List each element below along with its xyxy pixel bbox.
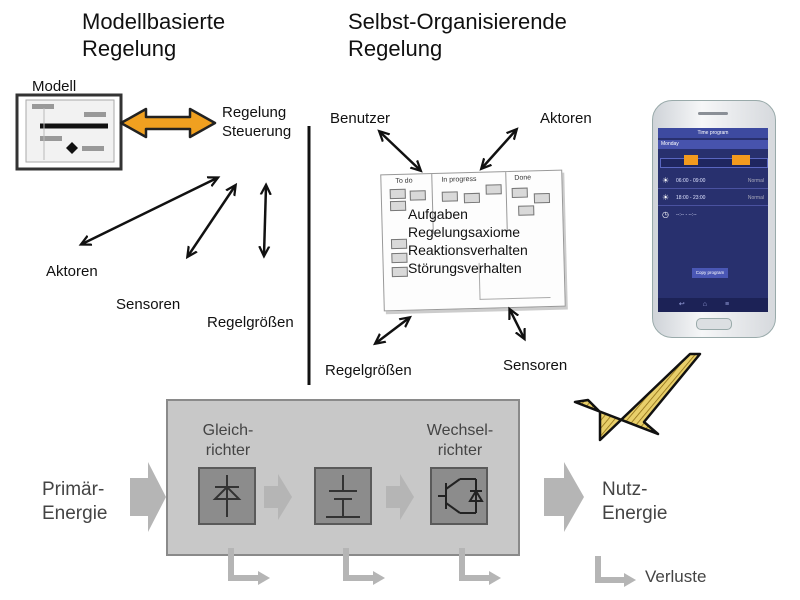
sun-icon: ☀: [662, 176, 670, 185]
phone-speaker: [698, 112, 728, 115]
screen-row-mode: Normal: [747, 178, 764, 184]
board-item: Reaktionsverhalten: [408, 242, 528, 258]
arrow-aktoren-right: [482, 130, 516, 168]
loss-arrowhead: [624, 573, 636, 587]
board-item: Aufgaben: [408, 206, 468, 222]
loss-arrowhead: [373, 571, 385, 585]
screen-timeline: [660, 158, 768, 168]
arrow-sensoren-right: [510, 310, 524, 338]
home-icon[interactable]: ⌂: [702, 301, 725, 308]
loss-arrowhead: [489, 571, 501, 585]
copy-program-button[interactable]: Copy program: [692, 268, 728, 278]
transistor-icon: [438, 478, 484, 514]
screen-row-time[interactable]: --:-- - --:--: [676, 212, 697, 218]
label-aktoren-right: Aktoren: [540, 110, 592, 127]
screen-row-time[interactable]: 06:00 - 09:00: [676, 178, 706, 184]
board-item: Störungsverhalten: [408, 260, 522, 276]
menu-icon[interactable]: ≡: [725, 301, 748, 308]
label-regelgroessen-left: Regelgrößen: [207, 314, 294, 331]
label-steuerung: Steuerung: [222, 123, 292, 140]
arrow-aktoren-left: [82, 178, 217, 244]
arrow-output: [544, 462, 584, 532]
title-modellbasiert: Modellbasierte Regelung: [82, 9, 226, 61]
label-benutzer: Benutzer: [330, 110, 391, 127]
label-sensoren-left: Sensoren: [116, 296, 181, 313]
arrow-gleichrichter: [264, 474, 292, 520]
screen-title: Time program: [658, 128, 768, 138]
model-thumbnail: [15, 93, 123, 171]
label-aktoren-left: Aktoren: [46, 263, 98, 280]
screen-timeline-slot[interactable]: [732, 155, 750, 165]
loss-arrow-legend: [595, 556, 626, 583]
loss-arrowhead: [258, 571, 270, 585]
orange-double-arrow: [119, 107, 217, 139]
label-nutzenergie: Nutz- Energie: [602, 479, 668, 524]
diode-icon: [212, 475, 242, 517]
board-items: Aufgaben Regelungsaxiome Reaktionsverhal…: [408, 205, 528, 277]
label-sensoren-right: Sensoren: [503, 357, 568, 374]
capacitor-box: [314, 467, 372, 525]
label-regelgroessen-right: Regelgrößen: [325, 362, 412, 379]
arrow-regelgroessen-right: [376, 318, 409, 343]
gold-arrow: [573, 352, 702, 442]
phone-screen: Time program Monday ☀ 06:00 - 09:00 Norm…: [658, 128, 768, 312]
loss-arrow: [459, 548, 491, 581]
inverter-box: [430, 467, 488, 525]
label-primaerenergie: Primär- Energie: [42, 479, 108, 524]
back-icon[interactable]: ↩: [678, 301, 703, 308]
screen-day-select[interactable]: Monday: [658, 140, 768, 149]
clock-icon: ◷: [662, 210, 669, 219]
screen-row-mode: Normal: [747, 195, 764, 201]
arrow-input: [130, 462, 166, 532]
capacitor-icon: [326, 475, 360, 518]
arrow-regelgroessen-left: [264, 186, 266, 255]
label-regelung: Regelung: [222, 104, 287, 121]
screen-timeline-slot[interactable]: [684, 155, 698, 165]
screen-divider: [658, 188, 768, 189]
phone-home-button[interactable]: [696, 318, 732, 330]
arrow-benutzer: [380, 132, 420, 170]
screen-navbar: ↩⌂≡: [658, 298, 768, 312]
loss-arrow: [343, 548, 375, 581]
board-item: Regelungsaxiome: [408, 224, 521, 240]
rectifier-box: [198, 467, 256, 525]
energy-flow-arrows: [130, 462, 584, 532]
loss-arrows: [228, 548, 626, 583]
label-gleichrichter: Gleich- richter: [202, 422, 254, 459]
arrow-sensoren-left: [188, 186, 235, 256]
loss-arrow: [228, 548, 260, 581]
title-selbstorganisierend: Selbst-Organisierende Regelung: [348, 9, 567, 61]
label-wechselrichter: Wechsel- richter: [426, 422, 494, 459]
screen-divider: [658, 205, 768, 206]
screen-row-time[interactable]: 18:00 - 23:00: [676, 195, 706, 201]
label-verluste: Verluste: [645, 567, 707, 586]
label-modell: Modell: [32, 78, 77, 95]
sun-icon: ☀: [662, 193, 670, 202]
arrow-wechselrichter: [386, 474, 414, 520]
